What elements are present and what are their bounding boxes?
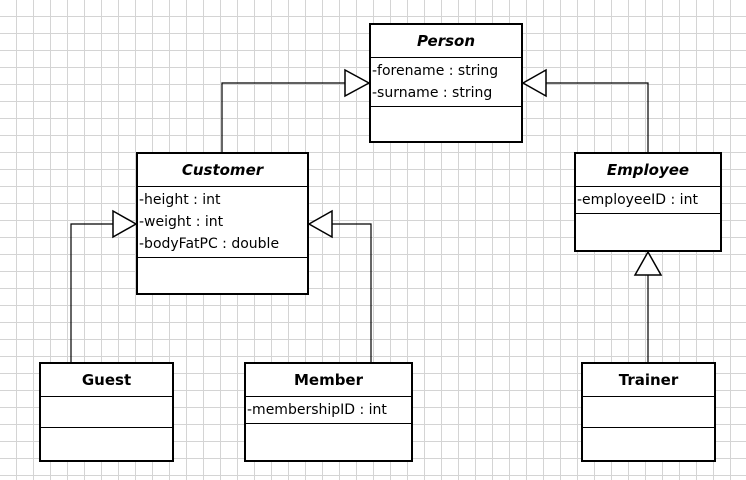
attributes-compartment: -membershipID : int xyxy=(246,397,411,424)
operations-compartment xyxy=(576,214,720,250)
generalization-arrowhead xyxy=(344,68,371,98)
class-trainer[interactable]: Trainer xyxy=(581,362,716,462)
class-name: Guest xyxy=(41,364,172,397)
generalization-arrowhead xyxy=(112,209,138,239)
class-name: Person xyxy=(371,25,521,58)
attribute: -height : int xyxy=(139,192,221,208)
operations-compartment xyxy=(246,424,411,460)
operations-compartment xyxy=(583,428,714,460)
class-member[interactable]: Member -membershipID : int xyxy=(244,362,413,462)
attributes-compartment xyxy=(583,397,714,428)
edge-employee-to-person xyxy=(546,82,649,152)
operations-compartment xyxy=(138,258,307,293)
edge-member-to-customer xyxy=(332,223,372,362)
class-person[interactable]: Person -forename : string -surname : str… xyxy=(369,23,523,143)
class-name: Member xyxy=(246,364,411,397)
generalization-arrowhead xyxy=(633,250,663,276)
edge-customer-to-person xyxy=(221,82,345,152)
class-guest[interactable]: Guest xyxy=(39,362,174,462)
operations-compartment xyxy=(371,107,521,141)
attribute: -employeeID : int xyxy=(577,192,698,208)
generalization-arrowhead xyxy=(307,209,333,239)
edge-guest-to-customer xyxy=(70,223,113,362)
class-name: Customer xyxy=(138,154,307,187)
generalization-arrowhead xyxy=(521,68,547,98)
attributes-compartment: -height : int -weight : int -bodyFatPC :… xyxy=(138,187,307,258)
attributes-compartment xyxy=(41,397,172,428)
attribute: -membershipID : int xyxy=(247,402,387,418)
attributes-compartment: -forename : string -surname : string xyxy=(371,58,521,107)
attributes-compartment: -employeeID : int xyxy=(576,187,720,214)
class-employee[interactable]: Employee -employeeID : int xyxy=(574,152,722,252)
class-name: Employee xyxy=(576,154,720,187)
class-customer[interactable]: Customer -height : int -weight : int -bo… xyxy=(136,152,309,295)
attribute: -weight : int xyxy=(139,214,224,230)
class-name: Trainer xyxy=(583,364,714,397)
attribute: -bodyFatPC : double xyxy=(139,236,280,252)
operations-compartment xyxy=(41,428,172,460)
attribute: -forename : string xyxy=(372,63,499,79)
attribute: -surname : string xyxy=(372,85,493,101)
